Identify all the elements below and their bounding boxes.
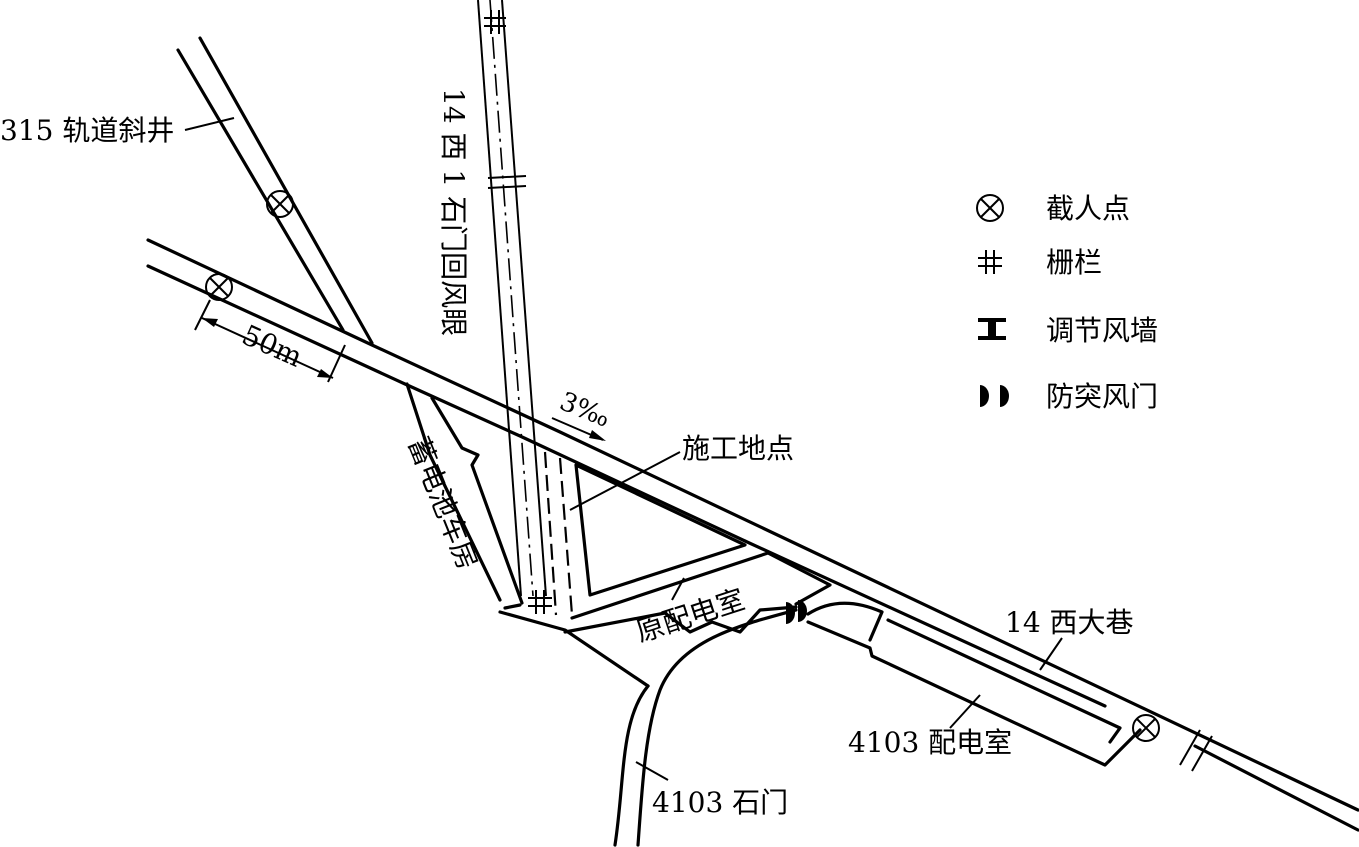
main-roadway-label: 14 西大巷: [1005, 606, 1134, 639]
incline-shaft-label: 315 轨道斜井: [0, 114, 174, 147]
legend-label-fence: 栅栏: [1046, 246, 1102, 279]
fence-icon: [978, 250, 1002, 274]
crosscut-4103-label: 4103 石门: [652, 786, 788, 819]
old-substation-outline: [498, 551, 832, 688]
outburst-door-icon: [980, 385, 1009, 407]
substation-4103-label: 4103 配电室: [848, 726, 1012, 759]
construction-site-label: 施工地点: [682, 432, 794, 465]
distance-label: 50m: [237, 318, 307, 373]
legend-label-outburst-door: 防突风门: [1046, 380, 1158, 413]
gradient-label: 3‰: [555, 387, 614, 434]
legend-label-intercept: 截人点: [1046, 192, 1130, 225]
intercept-point-icon: [1132, 714, 1160, 742]
roadway-break: [1179, 729, 1213, 772]
regulating-wall-icon: [978, 318, 1006, 340]
main-roadway: [146, 238, 1359, 832]
fence-icon: [528, 590, 552, 614]
distance-dimension: [194, 299, 346, 383]
outburst-door-icon: [786, 600, 807, 624]
incline-shaft: [176, 36, 374, 345]
return-airway-label: 14 西 1 石门回风眼: [437, 88, 470, 336]
intercept-point-icon: [266, 190, 294, 218]
substation-4103-outline: [806, 601, 1142, 767]
legend: 截人点 栅栏 调节风墙 防突风门: [976, 192, 1158, 413]
gradient-arrow: [551, 417, 606, 441]
return-airway: [477, 0, 547, 597]
fence-icon: [484, 10, 506, 34]
leader-lines: [184, 117, 1063, 781]
battery-garage-outline: [405, 382, 524, 605]
crosscut-4103: [613, 608, 798, 847]
legend-label-regulating-wall: 调节风墙: [1046, 314, 1158, 347]
intercept-point-icon: [205, 273, 233, 301]
construction-site: [543, 451, 747, 616]
intercept-point-icon: [976, 194, 1004, 222]
